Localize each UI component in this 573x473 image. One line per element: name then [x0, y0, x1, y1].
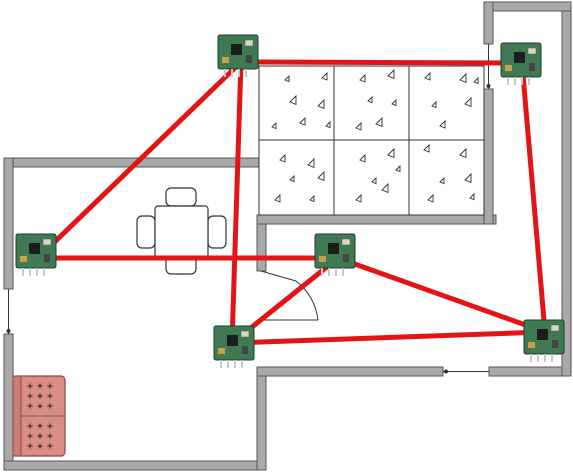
sofa-stud [27, 443, 33, 449]
tile-speckle [459, 147, 467, 159]
sofa [12, 375, 66, 457]
tile-speckle [464, 96, 472, 108]
tile-speckle [387, 147, 395, 159]
tile-speckle [439, 176, 445, 185]
sofa-stud [37, 443, 43, 449]
sensor-module-icon [15, 233, 57, 276]
dining-chair-left [136, 215, 156, 249]
wall-right-column-left-upper [483, 1, 494, 45]
sofa-stud [27, 393, 33, 399]
tile-speckle [367, 95, 373, 104]
tile-speckle [325, 120, 331, 129]
tile-speckle [439, 119, 446, 129]
opening-left-wall-hinge [6, 329, 11, 333]
tile-speckle [289, 94, 297, 106]
wall-left-room-bottom [3, 460, 267, 471]
sofa-stud [47, 403, 53, 409]
tile-speckle [321, 71, 328, 81]
tile-speckle [431, 100, 437, 109]
tile-speckle [289, 174, 295, 183]
tile-speckle [427, 193, 434, 203]
tile-speckle [464, 172, 472, 184]
tile-speckle [391, 98, 397, 107]
wall-right-column-top [483, 1, 572, 12]
tile-speckle [423, 143, 430, 153]
tile-speckle [359, 153, 366, 163]
tiled-floor [258, 65, 485, 216]
sofa-stud [37, 423, 43, 429]
sofa-stud [37, 383, 43, 389]
opening-right-column-hinge [486, 84, 491, 88]
network-link-n4-n6 [229, 329, 548, 346]
sofa-stud [27, 433, 33, 439]
sofa-stud [37, 403, 43, 409]
wall-left-room-left-upper [3, 157, 14, 290]
wall-openings [6, 44, 491, 374]
wall-left-room-left-lower [3, 333, 14, 471]
sensor-module-icon [500, 42, 542, 85]
tile-speckle [309, 194, 315, 203]
tile-speckle [473, 76, 479, 85]
sofa-stud [27, 423, 33, 429]
sofa-stud [47, 433, 53, 439]
wall-right-column-left-lower [483, 88, 494, 225]
dining-table-with-chairs [136, 187, 227, 275]
tile-speckle [469, 192, 475, 201]
tile-speckle [459, 72, 467, 84]
tile-speckle [359, 73, 366, 83]
tile-speckle [271, 121, 277, 130]
tile-speckle [317, 170, 325, 182]
dining-table [154, 205, 209, 259]
wall-corridor-top [256, 214, 497, 225]
tile-speckle [387, 68, 395, 80]
swing-door [260, 270, 319, 321]
network-link-n2-n6 [519, 60, 548, 335]
sensor-module-icon [217, 34, 259, 77]
sensor-module-icon [523, 319, 565, 362]
tile-speckle [424, 71, 431, 81]
network-links [35, 59, 548, 346]
tile-speckle [307, 157, 315, 169]
door-leaf [260, 270, 297, 282]
sofa-stud [37, 433, 43, 439]
sensor-module-icon [314, 233, 356, 276]
dining-chair-top [165, 187, 197, 207]
tile-speckle [317, 98, 325, 110]
tile-speckle [299, 116, 306, 126]
network-link-n1-n2 [238, 59, 525, 66]
wall-left-room-right-lower [256, 366, 267, 471]
network-link-n1-n4 [229, 59, 244, 346]
network-link-n5-n6 [335, 255, 548, 335]
tile-speckle [284, 74, 290, 83]
tile-speckle [375, 116, 383, 128]
tile-speckle [355, 121, 362, 131]
sofa-stud [47, 393, 53, 399]
tile-speckle [355, 193, 362, 203]
sofa-stud [47, 383, 53, 389]
tile-speckle [274, 193, 281, 203]
network-link-n1-n3 [35, 59, 244, 261]
tile-speckles [271, 68, 479, 203]
sofa-stud [47, 423, 53, 429]
tile-speckle [395, 164, 401, 173]
tile-speckle [279, 153, 286, 163]
sensor-module-icon [213, 325, 255, 368]
sofa-stud [37, 393, 43, 399]
door-swing-arc [295, 280, 319, 321]
wall-corridor-bottom-right [488, 366, 572, 377]
sensor-nodes [15, 34, 565, 368]
dining-chair-right [207, 215, 227, 249]
sofa-stud [27, 403, 33, 409]
sofa-back [12, 375, 22, 457]
sofa-stud [47, 443, 53, 449]
opening-bottom-right-hinge [444, 369, 448, 374]
tile-speckle [381, 182, 389, 194]
wall-corridor-bottom-left [256, 366, 444, 377]
sofa-stud [27, 383, 33, 389]
tile-speckle [371, 176, 377, 185]
